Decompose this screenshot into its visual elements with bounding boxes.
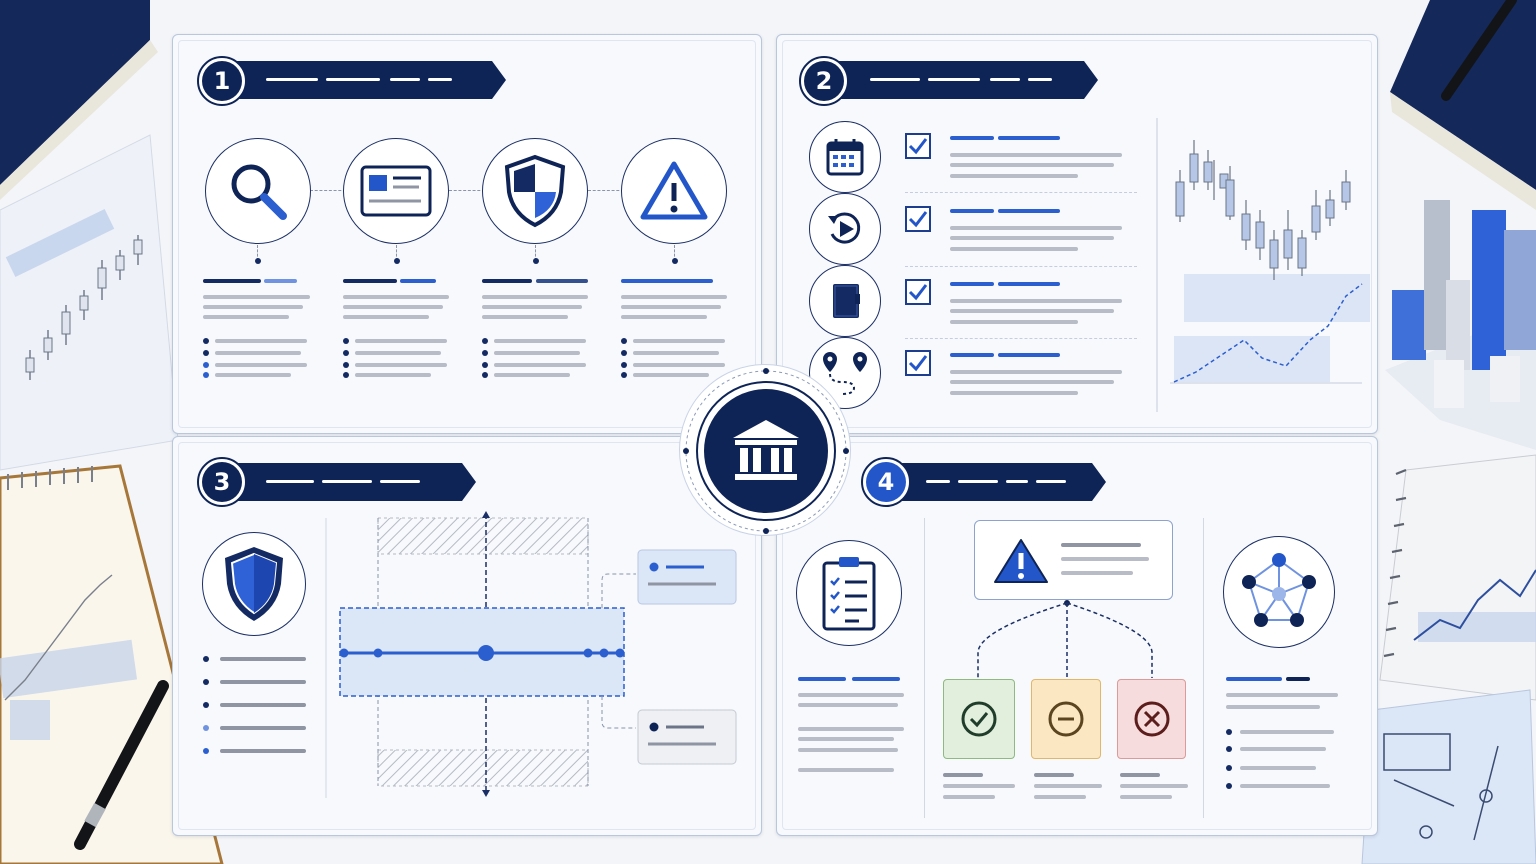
section-2-number: 2	[804, 61, 844, 101]
notebook-decoration-top-right	[1390, 0, 1536, 210]
chart-paper-left	[0, 134, 179, 471]
center-hub	[679, 364, 851, 536]
notepad-bottom-left	[0, 464, 224, 864]
section-4-title-ribbon	[890, 463, 1106, 501]
x-circle-icon	[1134, 701, 1169, 737]
outcome-danger-card[interactable]	[1117, 679, 1186, 759]
section-1-title-ribbon	[222, 61, 506, 99]
warning-icon	[994, 539, 1048, 583]
magnifier-icon	[205, 138, 311, 244]
section-1-badge: 1	[197, 56, 247, 106]
section-3-number: 3	[202, 462, 242, 502]
3d-bar-chart-decoration	[1385, 200, 1536, 450]
checkbox-3[interactable]	[905, 279, 931, 305]
candlestick-chart	[1156, 118, 1370, 412]
outcome-success-card[interactable]	[943, 679, 1015, 759]
outcome-neutral-card[interactable]	[1031, 679, 1101, 759]
bank-icon	[704, 389, 828, 513]
minus-circle-icon	[1048, 701, 1084, 737]
sticky-note-bottom-right	[1361, 689, 1536, 864]
warning-icon	[621, 138, 727, 244]
pen-decoration-left	[74, 680, 169, 850]
shield-icon	[482, 138, 588, 244]
notebook-decoration-top-left	[0, 0, 158, 200]
id-card-icon	[343, 138, 449, 244]
decision-branches	[977, 600, 1153, 678]
shield-icon	[202, 532, 306, 636]
checkbox-2[interactable]	[905, 206, 931, 232]
check-circle-icon	[961, 701, 997, 737]
clipboard-checklist-icon	[796, 540, 902, 646]
section-3-title-ribbon	[222, 463, 476, 501]
play-cycle-icon	[809, 193, 881, 265]
section-1-number: 1	[202, 61, 242, 101]
checkbox-4[interactable]	[905, 350, 931, 376]
section-4-number: 4	[866, 462, 906, 502]
section-3-badge: 3	[197, 457, 247, 507]
section-4-badge: 4	[861, 457, 911, 507]
graph-notebook-right	[1379, 454, 1536, 701]
section-2-title-ribbon	[826, 61, 1098, 99]
checkbox-1[interactable]	[905, 133, 931, 159]
timeline-diagram	[325, 511, 737, 798]
calendar-icon	[809, 121, 881, 193]
risk-alert-box	[974, 520, 1173, 600]
section-2-badge: 2	[799, 56, 849, 106]
notebook-icon	[809, 265, 881, 337]
network-people-icon	[1223, 536, 1335, 648]
